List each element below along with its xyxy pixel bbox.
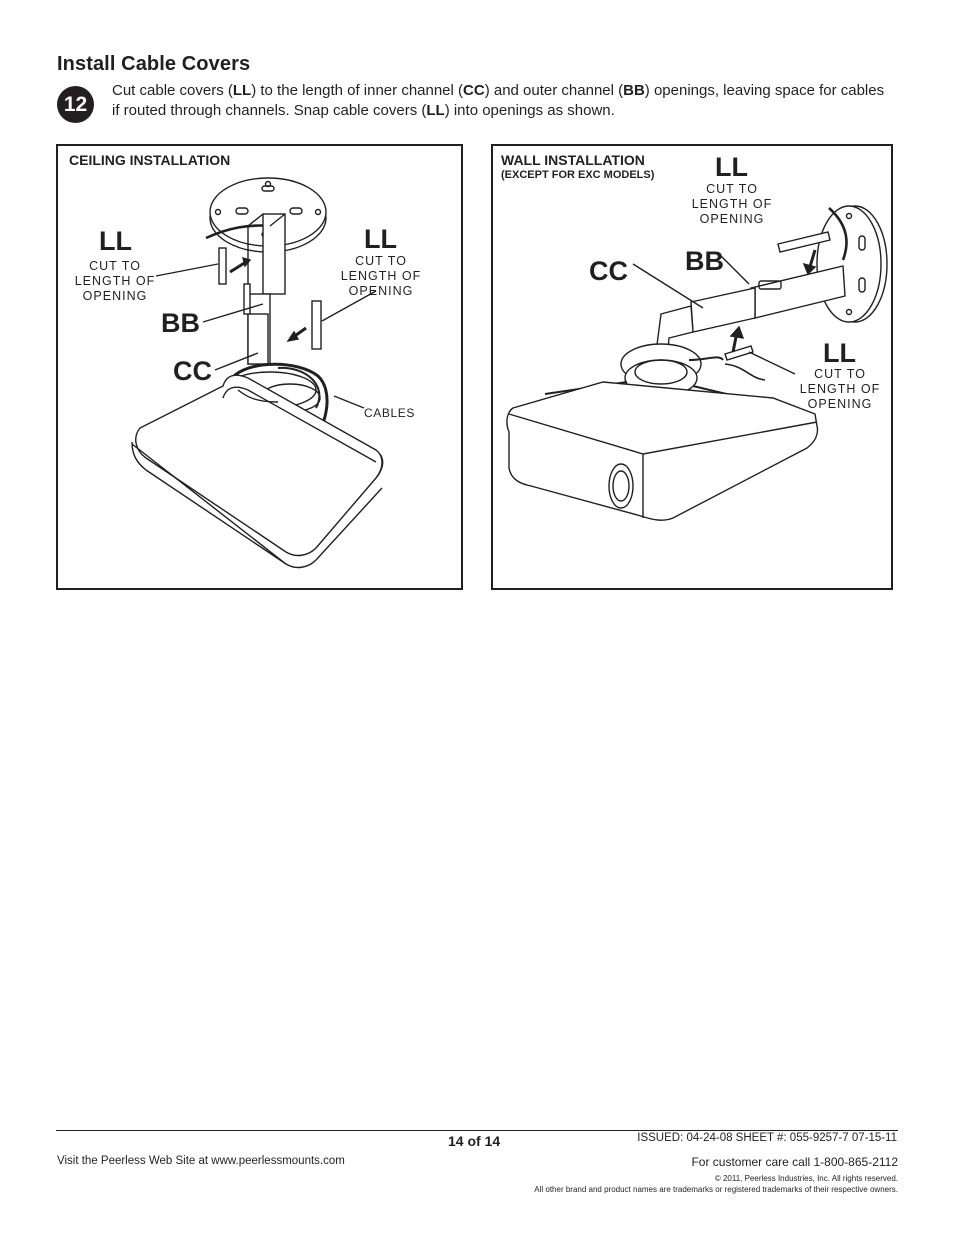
ceiling-installation-panel: CEILING INSTALLATION LL CUT TO LENGTH OF… — [56, 144, 463, 590]
cut-note-bottom: CUT TO LENGTH OF OPENING — [795, 367, 885, 412]
cut-note-line: CUT TO — [355, 254, 407, 268]
issued-info: ISSUED: 04-24-08 SHEET #: 055-9257-7 07-… — [637, 1132, 897, 1144]
cut-note-top: CUT TO LENGTH OF OPENING — [687, 182, 777, 227]
instruction-part: ) into openings as shown. — [444, 101, 615, 119]
instruction-text: Cut cable covers (LL) to the length of i… — [112, 81, 892, 120]
label-bb: BB — [161, 308, 200, 338]
cut-note-line: CUT TO — [706, 182, 758, 196]
cut-note-line: OPENING — [699, 212, 765, 226]
part-code-ll: LL — [426, 101, 445, 119]
cut-note-right: CUT TO LENGTH OF OPENING — [336, 254, 426, 299]
cut-note-line: OPENING — [82, 289, 148, 303]
wall-installation-panel: WALL INSTALLATION (EXCEPT FOR EXC MODELS… — [491, 144, 893, 590]
cut-note-left: CUT TO LENGTH OF OPENING — [70, 259, 160, 304]
label-ll-bottom: LL — [823, 338, 856, 368]
page-number: 14 of 14 — [448, 1133, 501, 1149]
wall-installation-title: WALL INSTALLATION — [501, 152, 645, 168]
label-ll-left: LL — [99, 226, 132, 256]
label-bb: BB — [685, 246, 724, 276]
part-code-cc: CC — [463, 82, 485, 99]
website-text: Visit the Peerless Web Site at www.peerl… — [57, 1155, 345, 1167]
wall-installation-illustration — [506, 205, 888, 521]
page-title: Install Cable Covers — [57, 53, 251, 75]
instruction-part: ) to the length of inner channel ( — [251, 82, 464, 99]
label-ll-right: LL — [364, 224, 397, 254]
part-code-bb: BB — [623, 82, 645, 99]
cut-note-line: OPENING — [348, 284, 414, 298]
label-cc: CC — [173, 356, 212, 386]
trademark-text: All other brand and product names are tr… — [534, 1185, 898, 1194]
cut-note-line: LENGTH OF — [691, 197, 773, 211]
label-cc: CC — [589, 256, 628, 286]
instruction-part: ) and outer channel ( — [484, 82, 624, 99]
cut-note-line: CUT TO — [814, 367, 866, 381]
copyright-text: © 2011, Peerless Industries, Inc. All ri… — [714, 1174, 898, 1183]
cut-note-line: CUT TO — [89, 259, 141, 273]
cut-note-line: OPENING — [807, 397, 873, 411]
cables-label: CABLES — [364, 406, 415, 420]
step-number-badge: 12 — [57, 86, 94, 123]
ceiling-installation-illustration — [131, 177, 384, 569]
instruction-part: Cut cable covers ( — [112, 82, 233, 99]
wall-installation-subtitle: (EXCEPT FOR EXC MODELS) — [501, 169, 655, 181]
cut-note-line: LENGTH OF — [340, 269, 422, 283]
ceiling-installation-title: CEILING INSTALLATION — [69, 152, 231, 168]
cut-note-line: LENGTH OF — [799, 382, 881, 396]
customer-care-text: For customer care call 1-800-865-2112 — [691, 1155, 898, 1169]
instruction-part: ) openings, leaving space for cables if … — [112, 82, 885, 119]
cut-note-line: LENGTH OF — [74, 274, 156, 288]
footer-divider — [56, 1130, 898, 1131]
part-code-ll: LL — [232, 82, 252, 99]
label-ll-top: LL — [715, 152, 748, 182]
